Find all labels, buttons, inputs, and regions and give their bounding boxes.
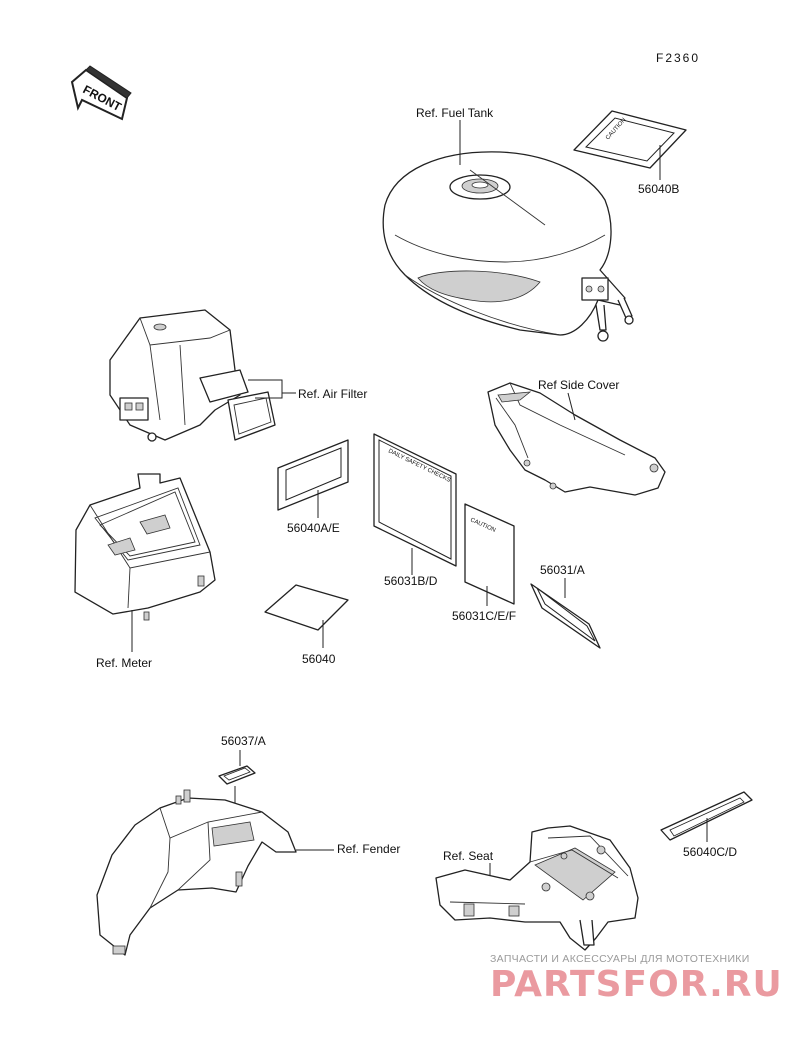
air-filter-drawing [109, 309, 276, 442]
part-56040CD: 56040C/D [683, 845, 737, 859]
part-56031BD: 56031B/D [384, 574, 438, 588]
ref-air-filter: Ref. Air Filter [298, 387, 367, 401]
ref-fender: Ref. Fender [337, 842, 400, 856]
watermark-logo: PARTSFOR.RU [490, 964, 783, 1005]
ref-seat: Ref. Seat [443, 849, 494, 863]
label-56040 [264, 584, 349, 631]
part-56037A: 56037/A [221, 734, 266, 748]
fuel-tank-drawing [382, 151, 634, 342]
part-56031CEF: 56031C/E/F [452, 609, 516, 623]
fender-drawing [96, 789, 297, 956]
label-56031BD: DAILY SAFETY CHECKS [373, 433, 457, 567]
ref-fuel-tank: Ref. Fuel Tank [416, 106, 494, 120]
label-56040AE [277, 439, 349, 511]
part-56040AE: 56040A/E [287, 521, 340, 535]
leader-air-filter [248, 379, 283, 399]
label-56031A [530, 583, 601, 649]
figure-code: F2360 [656, 51, 700, 65]
ref-meter: Ref. Meter [96, 656, 152, 670]
meter-drawing [74, 473, 216, 621]
part-56031A: 56031/A [540, 563, 585, 577]
label-56031CEF: CAUTION [464, 503, 515, 605]
label-56040B: CAUTION [573, 110, 687, 169]
side-cover-drawing [487, 382, 666, 496]
ref-side-cover: Ref Side Cover [538, 378, 619, 392]
part-56040B: 56040B [638, 182, 679, 196]
seat-drawing [435, 825, 639, 951]
label-56037A [218, 765, 256, 785]
leader-side-cover [567, 392, 576, 421]
label-56040CD [660, 791, 753, 841]
part-56040: 56040 [302, 652, 336, 666]
front-arrow-icon: FRONT [70, 65, 132, 121]
watermark-line1: ЗАПЧАСТИ И АКСЕССУАРЫ ДЛЯ МОТОТЕХНИКИ [490, 953, 750, 965]
